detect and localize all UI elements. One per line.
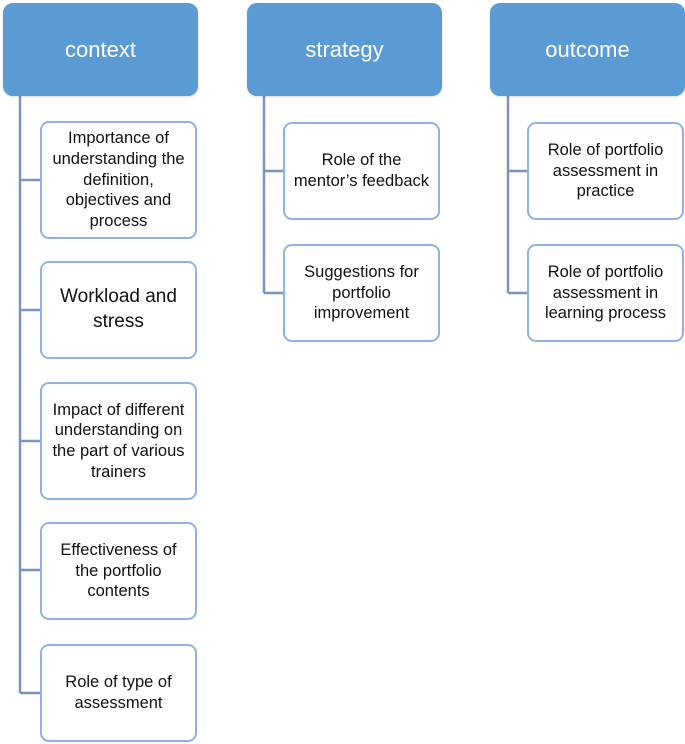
strategy-item-label: Role of the mentor’s feedback	[293, 151, 430, 190]
strategy-item-label: Suggestions for portfolio improvement	[304, 263, 419, 323]
context-item-definition: Importance of understanding the definiti…	[40, 121, 197, 239]
outcome-item-learning: Role of portfolio assessment in learning…	[527, 244, 684, 342]
connector-outcome	[506, 96, 527, 295]
connector-context	[18, 96, 41, 695]
outcome-item-practice: Role of portfolio assessment in practice	[527, 122, 684, 220]
header-context: context	[3, 3, 198, 96]
connector-strategy	[262, 96, 283, 295]
header-outcome: outcome	[490, 3, 685, 96]
header-strategy: strategy	[247, 3, 442, 96]
outcome-item-label: Role of portfolio assessment in learning…	[544, 263, 667, 323]
context-item-workload: Workload and stress	[40, 261, 197, 359]
context-item-label: Importance of understanding the definiti…	[52, 129, 185, 230]
context-item-label: Effectiveness of the portfolio contents	[60, 541, 177, 601]
strategy-item-feedback: Role of the mentor’s feedback	[283, 122, 440, 220]
context-item-label: Impact of different understanding on the…	[52, 400, 185, 481]
context-item-understanding: Impact of different understanding on the…	[40, 382, 197, 500]
outcome-item-label: Role of portfolio assessment in practice	[547, 141, 664, 201]
context-item-label: Workload and stress	[60, 286, 177, 332]
context-item-effectiveness: Effectiveness of the portfolio contents	[40, 522, 197, 620]
strategy-item-improvement: Suggestions for portfolio improvement	[283, 244, 440, 342]
context-item-label: Role of type of assessment	[65, 673, 172, 712]
context-item-assessment-type: Role of type of assessment	[40, 644, 197, 742]
